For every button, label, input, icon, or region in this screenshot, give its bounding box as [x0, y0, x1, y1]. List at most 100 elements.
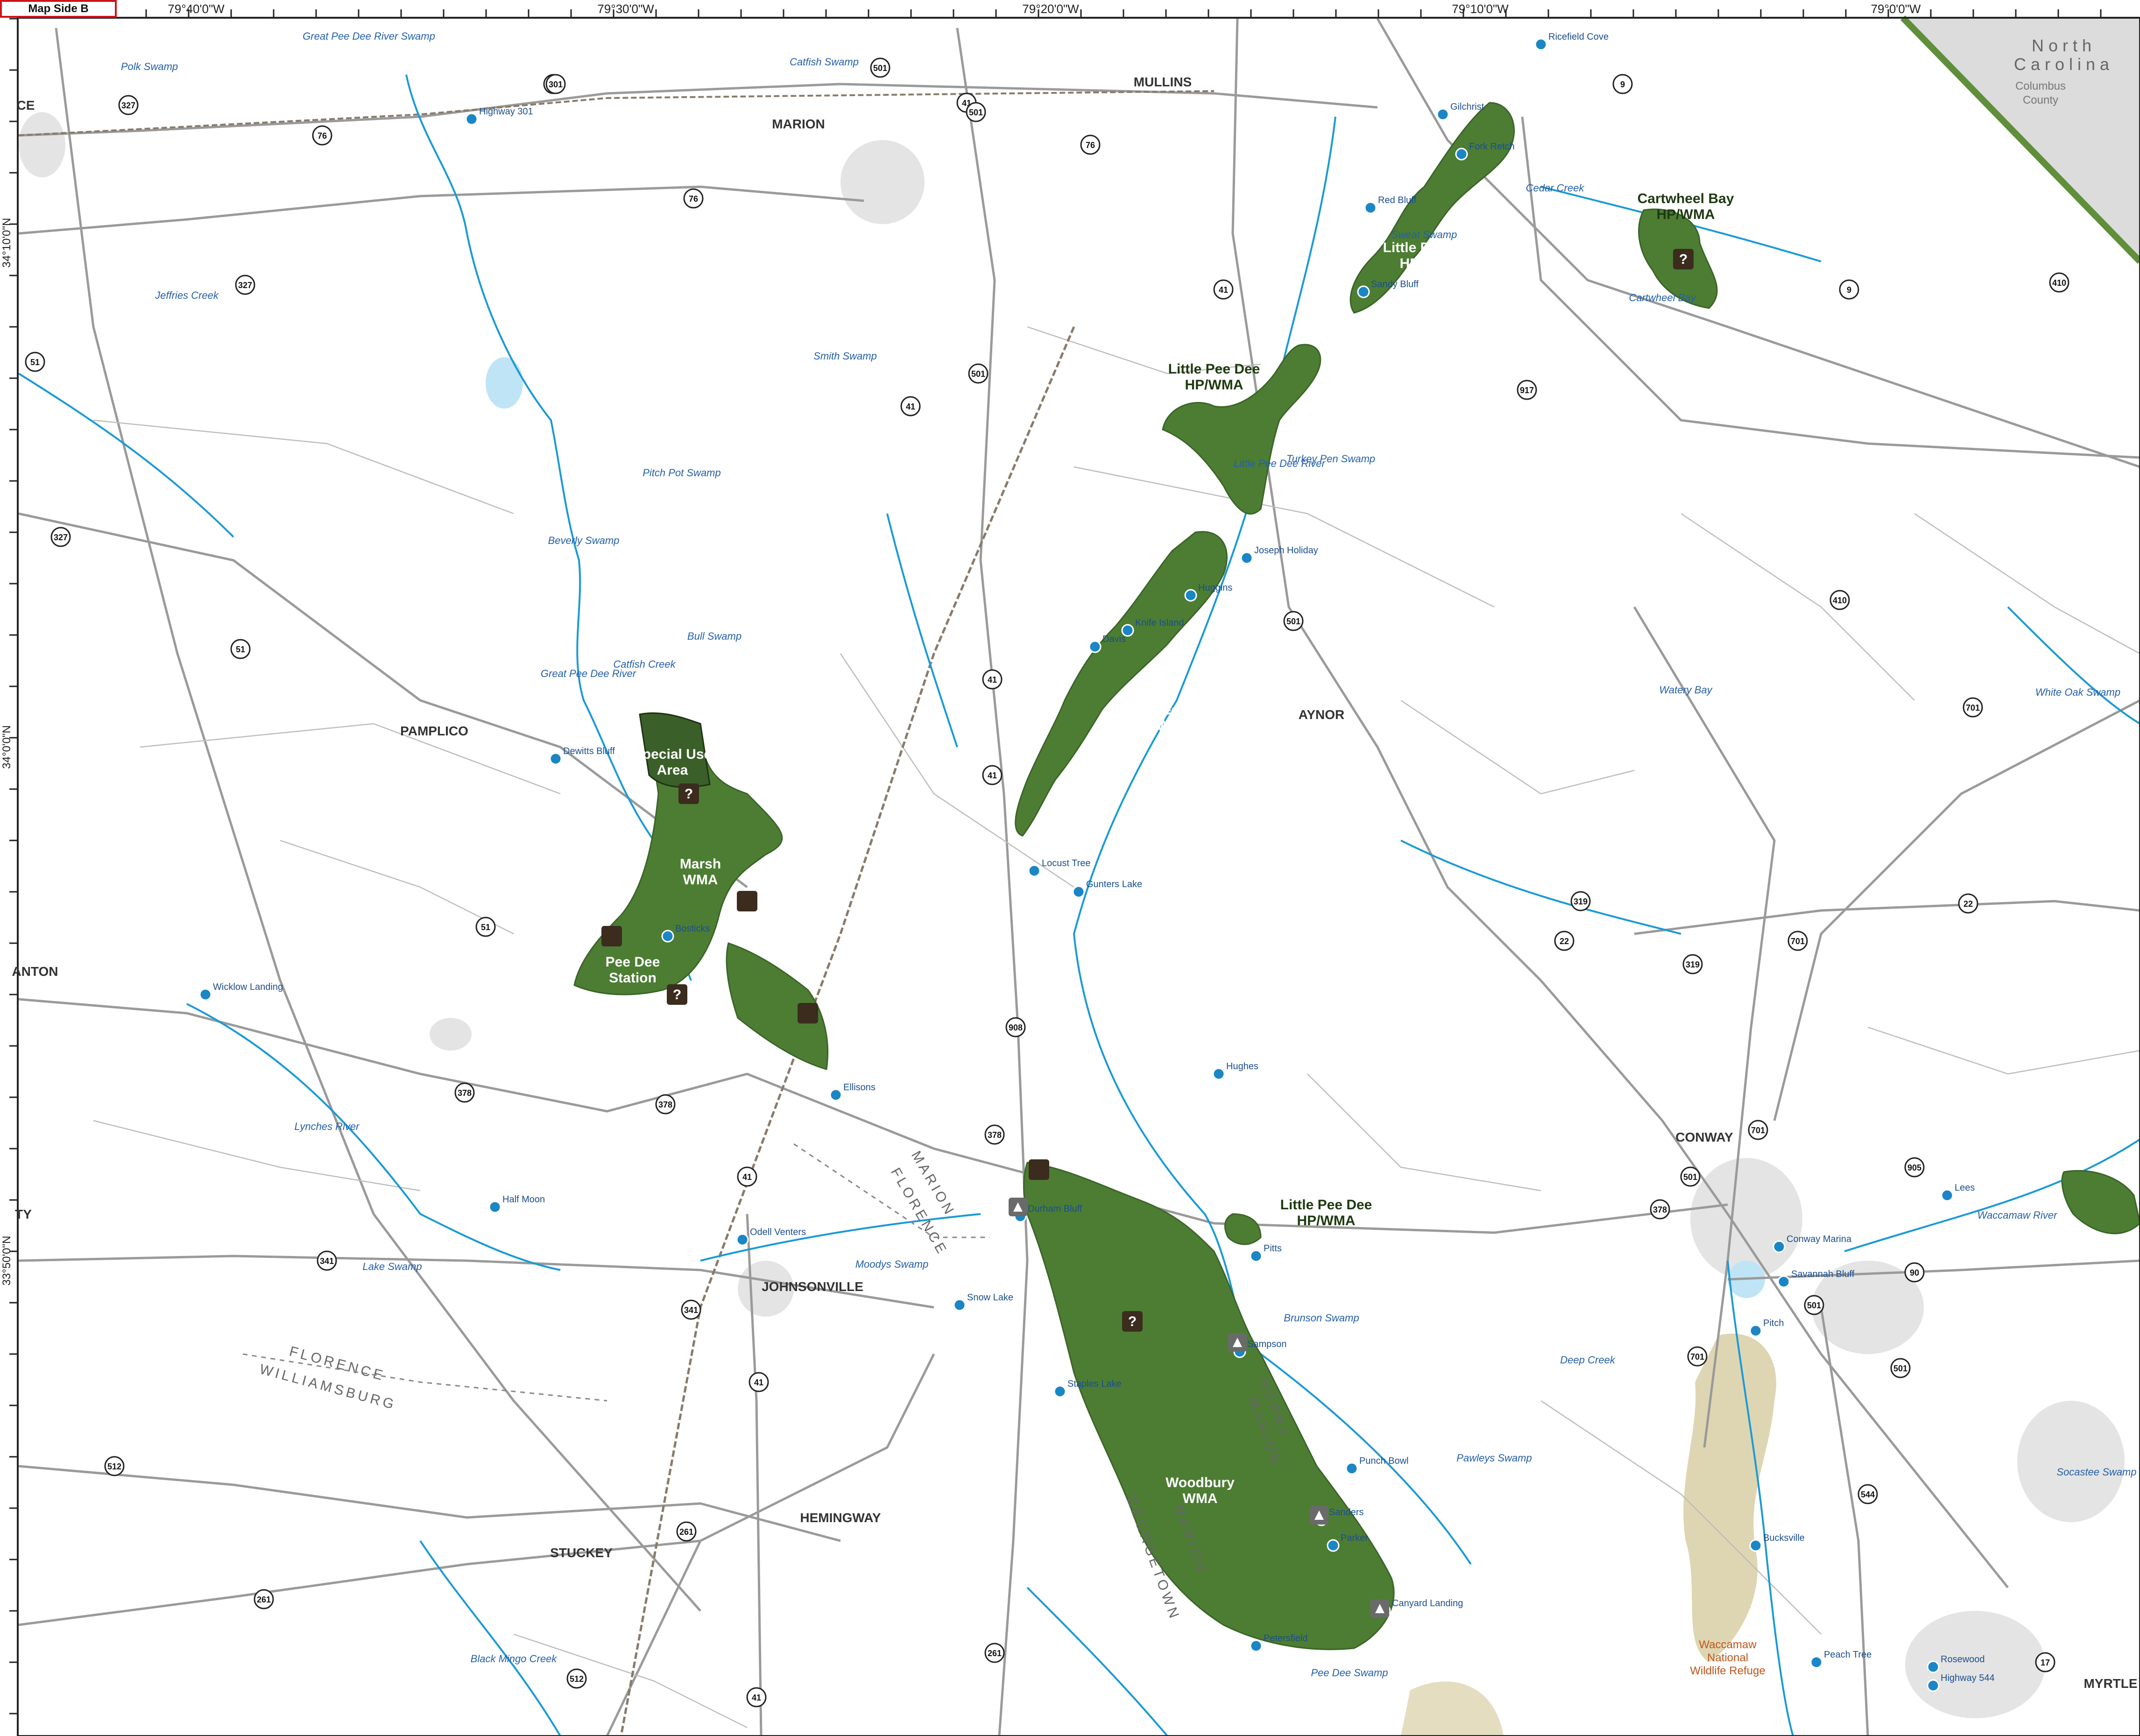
local-road — [1400, 699, 1635, 795]
road-shield-label: 261 — [988, 1649, 1002, 1658]
water-label: Cedar Creek — [1526, 182, 1585, 194]
boat-ramp-icon[interactable] — [1749, 1539, 1762, 1552]
boat-ramp-icon[interactable] — [736, 1233, 749, 1246]
road-shield-icon — [746, 1687, 767, 1708]
boat-ramp-icon[interactable] — [1927, 1660, 1940, 1673]
boat-ramp-icon[interactable] — [1810, 1656, 1823, 1669]
local-road — [140, 723, 561, 795]
landing-label: Pitts — [1264, 1243, 1282, 1254]
little-pee-dee-south-wma[interactable] — [1015, 531, 1228, 837]
boat-ramp-icon[interactable] — [1088, 640, 1102, 653]
water-label: Pee Dee Swamp — [1311, 1667, 1388, 1679]
road-shield-icon — [968, 363, 989, 384]
road-shield-icon — [317, 1250, 337, 1271]
boat-ramp-icon[interactable] — [1436, 108, 1449, 121]
road-shield-label: 410 — [1833, 596, 1847, 605]
road-shield-icon — [230, 639, 251, 659]
road-shield-icon — [50, 527, 71, 547]
road-shield-icon — [1958, 893, 1978, 914]
landing-label: Bucksville — [1763, 1533, 1805, 1543]
boat-ramp-icon[interactable] — [1773, 1240, 1786, 1253]
boat-ramp-icon[interactable] — [1121, 624, 1134, 637]
boat-ramp-icon[interactable] — [1327, 1539, 1340, 1552]
info-icon-glyph: ? — [1679, 252, 1688, 267]
waterways — [18, 74, 2140, 1736]
road — [18, 1465, 841, 1542]
shooting-range-icon[interactable] — [601, 926, 622, 946]
boat-ramp-icon[interactable] — [549, 752, 562, 765]
stream — [405, 74, 692, 981]
town-label: AYNOR — [1299, 707, 1345, 722]
boat-ramp-icon[interactable] — [1777, 1275, 1790, 1288]
road-shield-label: 327 — [238, 281, 252, 290]
boat-ramp-icon[interactable] — [1212, 1067, 1225, 1080]
road — [1727, 1259, 2140, 1281]
boat-ramp-icon[interactable] — [1749, 1324, 1762, 1337]
boat-ramp-icon[interactable] — [1927, 1679, 1940, 1692]
boat-ramp-icon[interactable] — [1364, 201, 1377, 214]
road-shield-label: 701 — [1690, 1352, 1704, 1362]
boat-ramp-icon[interactable] — [829, 1088, 842, 1101]
marsh-wma[interactable] — [573, 712, 783, 995]
road-shield-label: 41 — [906, 402, 915, 411]
road-shield-icon — [1517, 380, 1537, 400]
boat-ramp-icon[interactable] — [953, 1298, 966, 1312]
boat-ramp-icon[interactable] — [1534, 38, 1547, 51]
water-label: Great Pee Dee River — [541, 668, 637, 679]
longitude-label: 79°0'0"W — [1871, 2, 1921, 16]
boat-ramp-icon[interactable] — [1028, 864, 1041, 877]
landing-label: Sampson — [1247, 1339, 1287, 1349]
boat-ramp-icon[interactable] — [1357, 285, 1370, 298]
boat-ramp-icon[interactable] — [661, 930, 674, 943]
boat-ramp-icon[interactable] — [1184, 589, 1197, 602]
road-shield-label: 501 — [1893, 1364, 1907, 1373]
road-shield-label: 76 — [1086, 141, 1095, 150]
county-boundary — [242, 1353, 607, 1402]
boat-ramp-icon[interactable] — [1072, 885, 1085, 898]
road-shield-icon — [25, 352, 45, 372]
road-shield-label: 327 — [54, 533, 68, 542]
water-label: Jeffries Creek — [155, 289, 219, 301]
edge-wma[interactable] — [2061, 1170, 2140, 1235]
boat-ramp-icon[interactable] — [1240, 551, 1253, 565]
info-icon[interactable] — [678, 783, 699, 804]
road-shield-icon — [982, 669, 1003, 690]
stream — [18, 373, 234, 538]
road — [18, 998, 1728, 1234]
shooting-range-icon[interactable] — [798, 1003, 818, 1023]
boat-ramp-icon[interactable] — [199, 988, 212, 1001]
boat-ramp-icon[interactable] — [1345, 1462, 1358, 1475]
info-icon[interactable] — [1673, 249, 1694, 269]
boat-ramp-icon[interactable] — [465, 113, 478, 126]
marsh-wma-east[interactable] — [726, 942, 829, 1070]
road-shield-label: 9 — [1847, 285, 1851, 295]
boat-ramp-icon[interactable] — [1455, 148, 1468, 161]
road-shield-icon — [966, 102, 986, 122]
shooting-range-icon[interactable] — [1029, 1159, 1049, 1180]
landing-label: Davis — [1102, 634, 1126, 644]
local-road — [1074, 466, 1495, 608]
map-side-tab[interactable]: Map Side B — [0, 0, 117, 18]
boat-ramp-icon[interactable] — [1053, 1385, 1066, 1398]
boat-ramp-icon[interactable] — [1250, 1249, 1263, 1263]
water-label: Cartwheel Bay — [1629, 292, 1696, 303]
info-icon[interactable] — [667, 984, 687, 1005]
shooting-range-icon[interactable] — [737, 891, 757, 911]
woodbury-wma[interactable] — [1023, 1162, 1395, 1651]
road-shield-label: 501 — [969, 108, 983, 117]
little-pee-dee-north-wma[interactable] — [1349, 102, 1515, 314]
little-pee-dee-mid-wma[interactable] — [1162, 344, 1321, 515]
road-shield-label: 512 — [107, 1462, 121, 1471]
info-icon[interactable] — [1122, 1311, 1143, 1332]
longitude-label: 79°40'0"W — [168, 2, 225, 16]
little-pee-dee-small-wma[interactable] — [1224, 1213, 1262, 1245]
special-use-area[interactable] — [639, 712, 711, 788]
boat-ramp-icon[interactable] — [488, 1200, 501, 1214]
boat-ramp-icon[interactable] — [1250, 1639, 1263, 1652]
boat-ramp-icon[interactable] — [1941, 1189, 1954, 1202]
refuge-label: Wildlife Refuge — [1690, 1665, 1765, 1677]
road-shield-label: 378 — [458, 1088, 472, 1098]
road-shield-label: 378 — [658, 1100, 672, 1109]
